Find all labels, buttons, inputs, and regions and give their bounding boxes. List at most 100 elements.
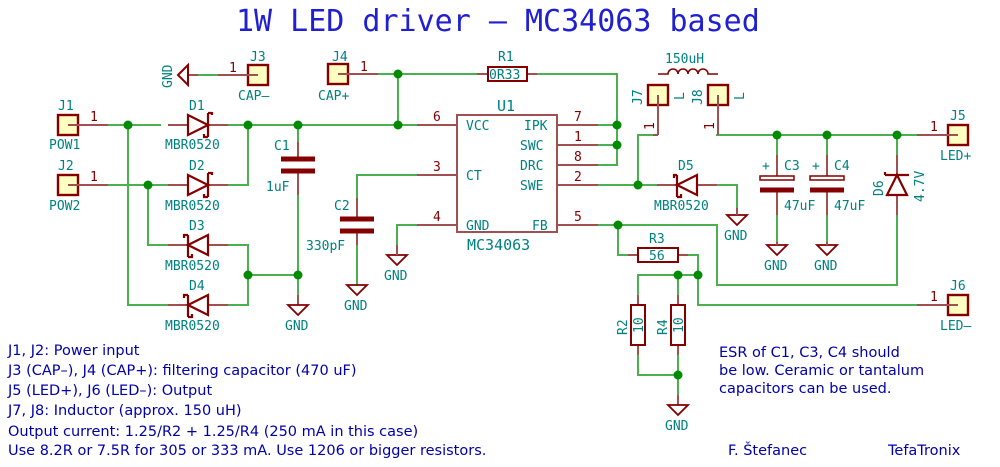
diode-d6[interactable]: D6 4.7V xyxy=(872,155,928,215)
capacitor-c3[interactable]: + C3 47uF xyxy=(759,155,815,215)
c4-polarity: + xyxy=(812,159,820,174)
connector-j2[interactable]: J2 1 POW2 xyxy=(49,159,108,214)
gnd-symbol-c1: GND xyxy=(285,295,311,334)
svg-text:GND: GND xyxy=(285,319,309,334)
svg-text:GND: GND xyxy=(161,64,176,88)
svg-text:GND: GND xyxy=(344,299,368,314)
pin-fb: FB xyxy=(532,219,548,234)
connector-j6[interactable]: J6 1 LED– xyxy=(917,279,971,334)
gnd-symbol-u1: GND xyxy=(384,245,410,284)
company: TefaTronix xyxy=(887,443,961,459)
svg-text:1: 1 xyxy=(90,170,98,185)
esr-note-line: be low. Ceramic or tantalum xyxy=(719,363,924,379)
j3-value: CAP– xyxy=(238,89,269,104)
r2-value: 10 xyxy=(632,317,647,333)
inductor-value: 150uH xyxy=(665,52,704,67)
d6-value: 4.7V xyxy=(913,171,928,202)
gnd-symbol-j3: GND xyxy=(161,62,198,88)
svg-text:GND: GND xyxy=(814,259,838,274)
gnd-symbol-r2r4: GND xyxy=(665,395,691,434)
svg-text:8: 8 xyxy=(574,150,582,165)
connector-j1[interactable]: J1 1 POW1 xyxy=(49,99,108,153)
j1-ref: J1 xyxy=(58,99,74,114)
resistor-r3[interactable]: R3 56 xyxy=(628,232,688,264)
diode-d1[interactable]: D1 MBR0520 xyxy=(165,99,228,153)
u1-ref: U1 xyxy=(497,97,515,115)
esr-note-line: ESR of C1, C3, C4 should xyxy=(719,345,900,361)
j4-value: CAP+ xyxy=(318,89,349,104)
resistor-r4[interactable]: R4 10 xyxy=(656,295,687,355)
svg-text:1: 1 xyxy=(930,290,938,305)
connector-j7[interactable]: J7 L 1 xyxy=(631,83,688,136)
connector-j3[interactable]: J3 1 CAP– xyxy=(218,50,269,104)
r1-value: 0R33 xyxy=(489,68,520,83)
j3-ref: J3 xyxy=(250,50,266,65)
esr-note: ESR of C1, C3, C4 should be low. Ceramic… xyxy=(719,345,924,397)
note-line: J3 (CAP–), J4 (CAP+): filtering capacito… xyxy=(7,363,357,379)
capacitor-c1[interactable]: C1 1uF xyxy=(266,139,315,195)
note-line: J7, J8: Inductor (approx. 150 uH) xyxy=(7,403,242,419)
connector-j4[interactable]: J4 1 CAP+ xyxy=(318,50,378,104)
pin-swc: SWC xyxy=(520,139,543,154)
svg-text:GND: GND xyxy=(665,419,689,434)
j7-ref: J7 xyxy=(631,89,646,105)
svg-text:4: 4 xyxy=(433,210,441,225)
d3-ref: D3 xyxy=(189,219,205,234)
ic-u1[interactable]: U1 MC34063 6 3 4 VCC CT GND 7 1 8 2 5 IP… xyxy=(417,97,598,254)
d6-ref: D6 xyxy=(872,180,887,196)
r4-value: 10 xyxy=(672,317,687,333)
esr-note-line: capacitors can be used. xyxy=(719,381,892,397)
d1-value: MBR0520 xyxy=(165,138,220,153)
r4-ref: R4 xyxy=(656,319,671,335)
d5-value: MBR0520 xyxy=(654,199,709,214)
connector-j8[interactable]: J8 L 1 xyxy=(691,83,748,135)
c1-value: 1uF xyxy=(266,180,290,195)
inductor-l[interactable]: 150uH xyxy=(658,52,718,75)
gnd-symbol-c3: GND xyxy=(764,242,790,274)
j1-value: POW1 xyxy=(49,138,80,153)
connector-j5[interactable]: J5 1 LED+ xyxy=(917,109,971,164)
svg-text:7: 7 xyxy=(574,110,582,125)
capacitor-c4[interactable]: + C4 47uF xyxy=(809,155,865,215)
svg-text:1: 1 xyxy=(90,110,98,125)
svg-text:1: 1 xyxy=(360,60,368,75)
j6-ref: J6 xyxy=(950,279,966,294)
note-line: Output current: 1.25/R2 + 1.25/R4 (250 m… xyxy=(8,424,418,440)
note-line: J5 (LED+), J6 (LED–): Output xyxy=(7,383,212,399)
diode-d5[interactable]: D5 MBR0520 xyxy=(654,159,717,214)
svg-text:GND: GND xyxy=(764,259,788,274)
diode-d4[interactable]: D4 MBR0520 xyxy=(165,279,228,334)
d4-value: MBR0520 xyxy=(165,319,220,334)
author: F. Štefanec xyxy=(728,441,807,459)
r1-ref: R1 xyxy=(498,50,514,65)
c3-value: 47uF xyxy=(784,199,815,214)
c2-value: 330pF xyxy=(306,239,345,254)
j8-value: L xyxy=(733,92,748,100)
gnd-symbol-c2: GND xyxy=(344,284,370,314)
diode-d3[interactable]: D3 MBR0520 xyxy=(165,219,228,274)
u1-value: MC34063 xyxy=(467,236,530,254)
j4-ref: J4 xyxy=(332,50,348,65)
r3-value: 56 xyxy=(649,249,665,264)
j2-ref: J2 xyxy=(58,159,74,174)
resistor-r2[interactable]: R2 10 xyxy=(616,295,647,355)
svg-text:1: 1 xyxy=(703,122,718,130)
svg-text:1: 1 xyxy=(229,61,237,76)
c3-ref: C3 xyxy=(784,159,800,174)
gnd-symbol-c4: GND xyxy=(814,242,840,274)
c4-ref: C4 xyxy=(834,159,850,174)
pin-drc: DRC xyxy=(520,159,543,174)
pin-gnd: GND xyxy=(466,219,490,234)
diode-d2[interactable]: D2 MBR0520 xyxy=(165,159,228,214)
svg-text:6: 6 xyxy=(433,110,441,125)
svg-text:GND: GND xyxy=(384,269,408,284)
pin-ct: CT xyxy=(466,169,482,184)
svg-text:2: 2 xyxy=(574,170,582,185)
j2-value: POW2 xyxy=(49,199,80,214)
pin-vcc: VCC xyxy=(466,119,489,134)
resistor-r1[interactable]: R1 0R33 xyxy=(477,50,537,83)
capacitor-c2[interactable]: C2 330pF xyxy=(306,198,374,254)
j5-ref: J5 xyxy=(950,109,966,124)
c3-polarity: + xyxy=(762,159,770,174)
